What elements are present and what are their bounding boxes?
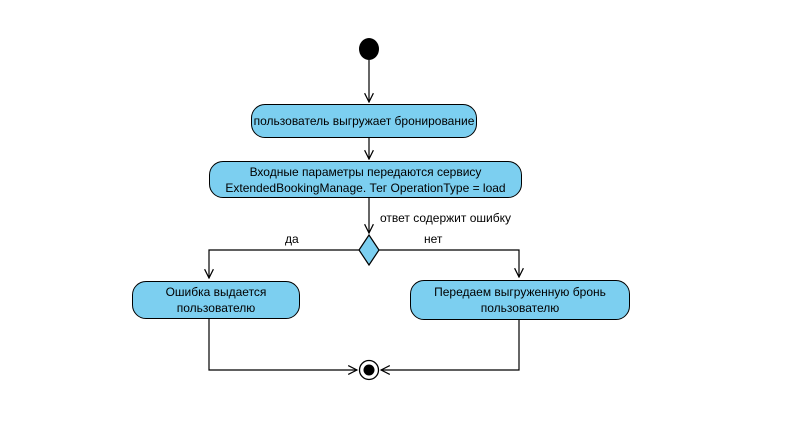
action-label-line2: ExtendedBookingManage. Тег OperationType… xyxy=(225,180,506,195)
action-label: пользователь выгружает бронирование xyxy=(253,114,475,128)
decision-diamond-icon xyxy=(358,233,380,267)
action-node-load-booking: пользователь выгружает бронирование xyxy=(251,104,477,138)
action-label-line1: Передаем выгруженную бронь xyxy=(434,285,606,299)
initial-node-icon xyxy=(359,38,379,60)
edge-decision-no xyxy=(379,249,519,277)
action-label-line2: пользователю xyxy=(176,301,256,315)
no-branch-label: нет xyxy=(424,232,443,246)
yes-branch-label: да xyxy=(285,232,299,246)
edge-decision-yes xyxy=(209,249,359,278)
action-label-line2: пользователю xyxy=(480,301,560,315)
action-label-line1: Входные параметры передаются сервису xyxy=(249,164,482,179)
decision-condition-label: ответ содержит ошибку xyxy=(380,211,511,225)
action-node-show-error: Ошибка выдается пользователю xyxy=(132,281,300,319)
final-node-dot xyxy=(363,364,375,376)
action-label-line1: Ошибка выдается xyxy=(165,285,267,299)
edge-success-to-end xyxy=(381,320,520,370)
action-node-return-booking: Передаем выгруженную бронь пользователю xyxy=(410,280,630,320)
action-node-send-params: Входные параметры передаются сервису Ext… xyxy=(209,161,522,198)
edge-error-to-end xyxy=(208,319,357,370)
